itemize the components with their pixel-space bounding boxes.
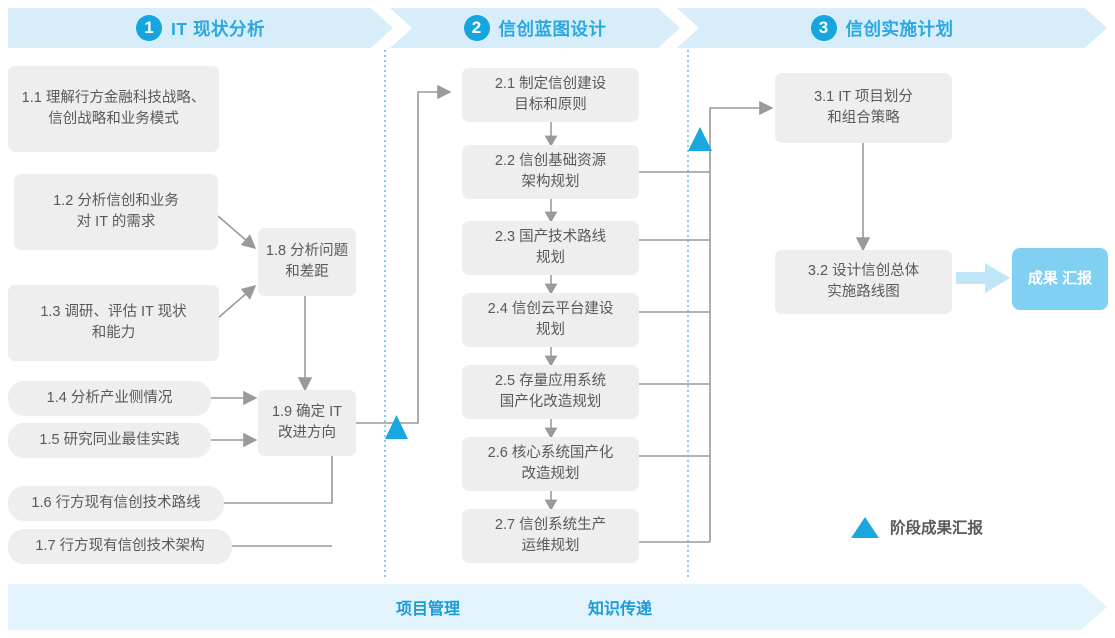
step-box-1-4[interactable]: 1.4 分析产业侧情况 <box>8 381 211 416</box>
step-line: 改造规划 <box>521 466 580 482</box>
phase-band-2: 2 信创蓝图设计 <box>390 8 680 48</box>
step-line: 1.2 分析信创和业务 <box>53 193 179 209</box>
step-line: 和差距 <box>285 264 329 280</box>
step-line: 2.6 核心系统国产化 <box>487 445 614 461</box>
step-box-2-3[interactable]: 2.3 国产技术路线 规划 <box>462 221 639 275</box>
step-line: 3.1 IT 项目划分 <box>814 89 913 105</box>
step-line: 对 IT 的需求 <box>76 214 156 230</box>
step-line: 和能力 <box>91 325 136 341</box>
step-line: 1.8 分析问题 <box>265 243 349 259</box>
step-box-3-2[interactable]: 3.2 设计信创总体 实施路线图 <box>775 250 952 314</box>
step-box-2-6[interactable]: 2.6 核心系统国产化 改造规划 <box>462 437 639 491</box>
step-line: 2.3 国产技术路线 <box>494 229 607 245</box>
step-line: 1.9 确定 IT <box>271 404 343 420</box>
step-line: 1.3 调研、评估 IT 现状 <box>40 304 187 320</box>
step-line: 规划 <box>536 322 565 338</box>
bottom-band: 项目管理 知识传递 <box>8 584 1107 630</box>
step-line: 规划 <box>536 250 565 266</box>
bottom-label-knowledge-transfer: 知识传递 <box>588 601 653 618</box>
step-box-1-6[interactable]: 1.6 行方现有信创技术路线 <box>8 486 224 521</box>
milestone-triangles <box>385 127 712 439</box>
result-line: 成果 <box>1027 270 1058 287</box>
phase-band-shape <box>677 8 1107 48</box>
triangle-icon <box>851 516 879 538</box>
bottom-band-shape <box>8 584 1107 630</box>
phase-title-2: 信创蓝图设计 <box>498 18 607 39</box>
step-box-2-2[interactable]: 2.2 信创基础资源 架构规划 <box>462 145 639 199</box>
phase-badge-3: 3 <box>810 15 837 41</box>
step-line: 目标和原则 <box>514 97 587 113</box>
phase-badge-1: 1 <box>136 15 163 41</box>
step-box-2-1[interactable]: 2.1 制定信创建设 目标和原则 <box>462 68 639 122</box>
result-arrow <box>956 263 1010 293</box>
step-line: 架构规划 <box>521 174 580 190</box>
phase-band-shape <box>8 8 393 48</box>
step-line: 2.2 信创基础资源 <box>494 153 607 169</box>
step-line: 实施路线图 <box>827 284 900 300</box>
step-line: 1.5 研究同业最佳实践 <box>39 432 180 448</box>
phase-band-shape <box>390 8 680 48</box>
phase-title-1: IT 现状分析 <box>171 18 265 39</box>
step-line: 2.5 存量应用系统 <box>494 373 607 389</box>
step-line: 和组合策略 <box>827 110 900 126</box>
step-box-1-5[interactable]: 1.5 研究同业最佳实践 <box>8 423 211 458</box>
step-line: 2.7 信创系统生产 <box>494 517 607 533</box>
step-box-2-5[interactable]: 2.5 存量应用系统 国产化改造规划 <box>462 365 639 419</box>
step-line: 改进方向 <box>277 425 336 441</box>
step-line: 2.4 信创云平台建设 <box>487 301 614 317</box>
phase-band-1: 1 IT 现状分析 <box>8 8 393 48</box>
step-box-1-9[interactable]: 1.9 确定 IT 改进方向 <box>258 390 356 456</box>
step-line: 2.1 制定信创建设 <box>494 76 607 92</box>
step-box-1-1[interactable]: 1.1 理解行方金融科技战略、 信创战略和业务模式 <box>8 66 219 152</box>
legend-label: 阶段成果汇报 <box>890 520 984 537</box>
legend-milestone: 阶段成果汇报 <box>851 516 983 538</box>
step-line: 1.7 行方现有信创技术架构 <box>35 538 205 554</box>
step-line: 运维规划 <box>521 538 580 554</box>
step-box-1-7[interactable]: 1.7 行方现有信创技术架构 <box>8 529 232 564</box>
step-line: 3.2 设计信创总体 <box>807 263 920 279</box>
bottom-label-project-management: 项目管理 <box>396 601 461 618</box>
step-box-1-3[interactable]: 1.3 调研、评估 IT 现状 和能力 <box>8 285 219 361</box>
step-line: 1.1 理解行方金融科技战略、 <box>21 90 206 106</box>
step-box-2-4[interactable]: 2.4 信创云平台建设 规划 <box>462 293 639 347</box>
step-line: 1.6 行方现有信创技术路线 <box>31 495 201 511</box>
step-box-3-1[interactable]: 3.1 IT 项目划分 和组合策略 <box>775 73 952 143</box>
step-line: 国产化改造规划 <box>499 394 602 410</box>
result-line: 汇报 <box>1062 270 1093 287</box>
step-line: 1.4 分析产业侧情况 <box>46 390 173 406</box>
phase-title-3: 信创实施计划 <box>845 18 954 39</box>
phase-badge-2: 2 <box>463 15 490 41</box>
phase-band-3: 3 信创实施计划 <box>677 8 1107 48</box>
result-report-box[interactable]: 成果 汇报 <box>1012 248 1108 310</box>
step-box-1-2[interactable]: 1.2 分析信创和业务 对 IT 的需求 <box>14 174 218 250</box>
step-box-1-8[interactable]: 1.8 分析问题 和差距 <box>258 228 356 296</box>
step-box-2-7[interactable]: 2.7 信创系统生产 运维规划 <box>462 509 639 563</box>
step-line: 信创战略和业务模式 <box>48 111 179 127</box>
